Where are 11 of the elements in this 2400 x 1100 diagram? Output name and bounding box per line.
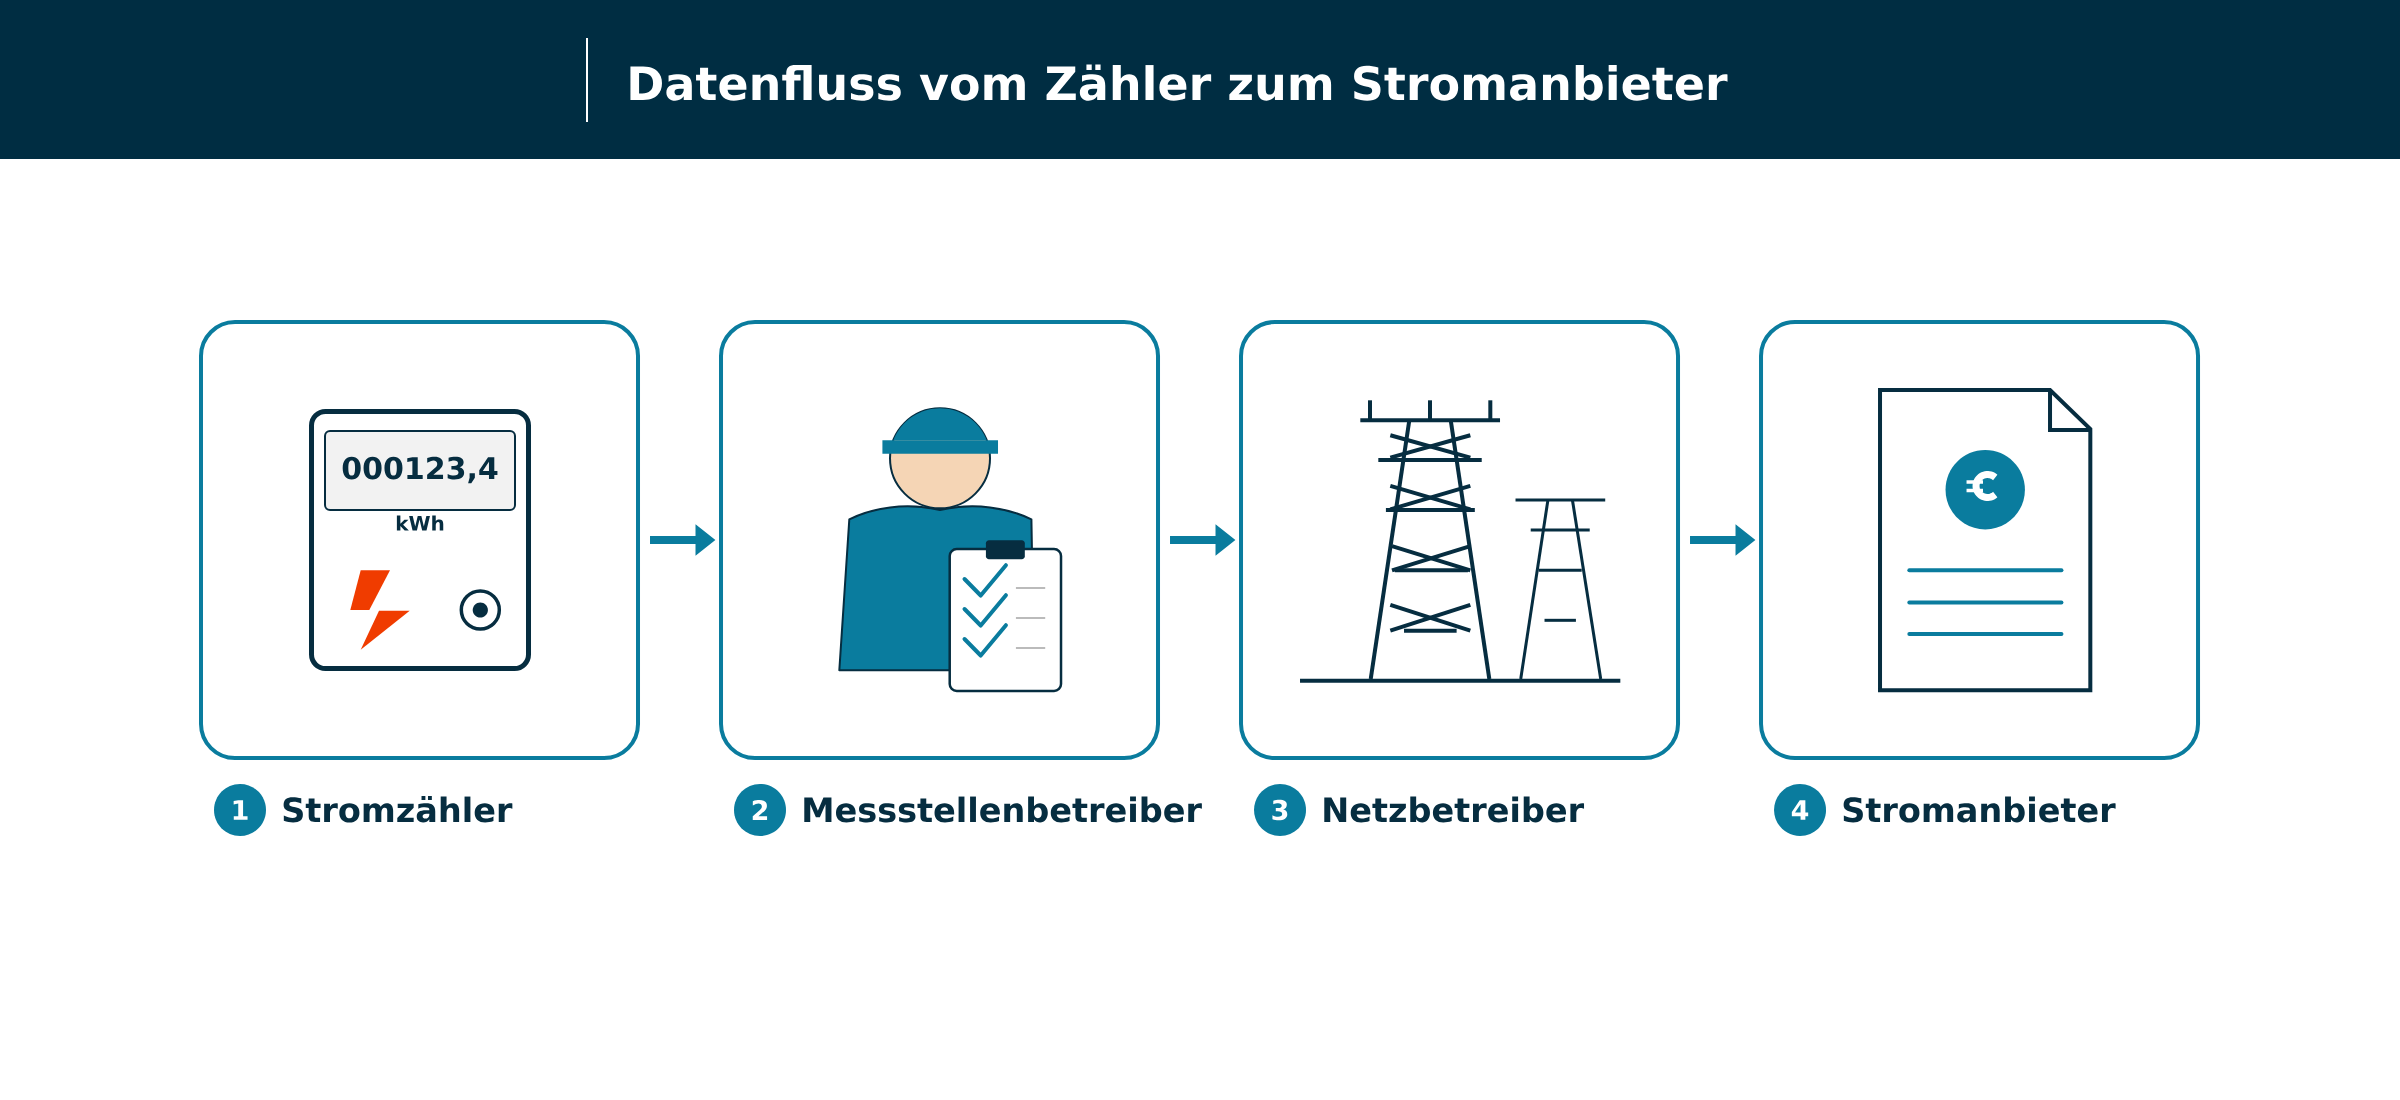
step-label: Stromanbieter bbox=[1843, 796, 2116, 823]
meter-reading: 000123,4 bbox=[342, 456, 498, 484]
step-label: Netzbetreiber bbox=[1324, 796, 1585, 823]
number-badge: 3 bbox=[1254, 784, 1306, 836]
number-badge: 1 bbox=[214, 784, 266, 836]
number-badge: 2 bbox=[734, 784, 786, 836]
title: Datenfluss vom Zähler zum Stromanbieter bbox=[630, 64, 1728, 101]
step-label: Stromzähler bbox=[283, 796, 513, 823]
number-badge: 4 bbox=[1774, 784, 1827, 836]
unit-label: kWh bbox=[396, 515, 444, 531]
step-label: Messstellenbetreiber bbox=[804, 796, 1202, 823]
